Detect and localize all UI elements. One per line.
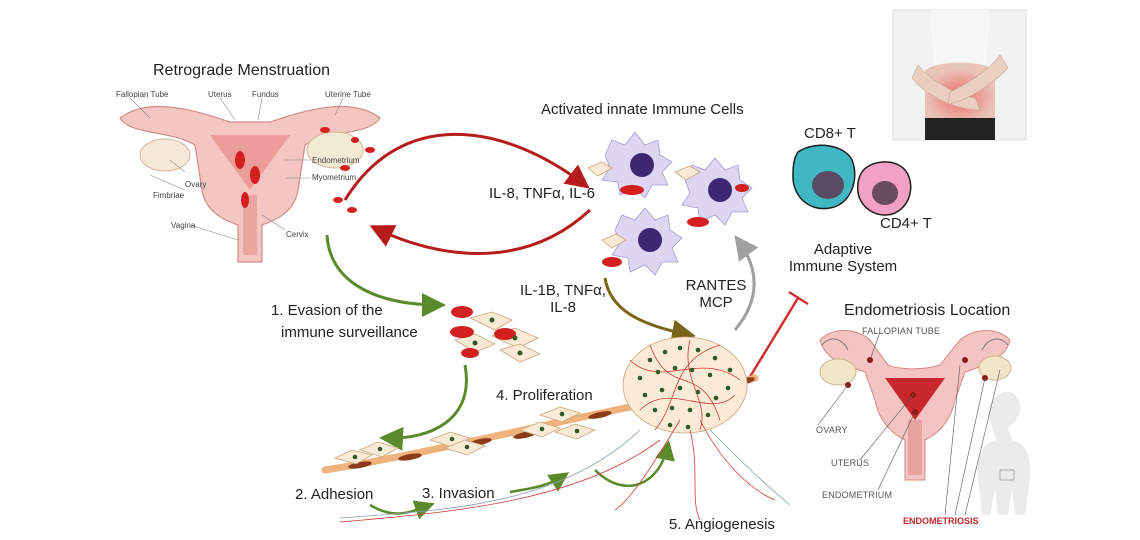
label-uterus: Uterus (208, 90, 232, 99)
loc-label-endometriosis: ENDOMETRIOSIS (903, 516, 979, 526)
arrow-immune-to-menstruation (369, 208, 592, 255)
activated-immune-cells-title: Activated innate Immune Cells (541, 101, 744, 118)
step-evasion-line1: 1. Evasion of the (271, 302, 383, 319)
loc-label-fallopian: FALLOPIAN TUBE (862, 326, 941, 336)
label-myometrium: Myometrium (312, 173, 357, 182)
arrow-angiogenesis-up (594, 440, 675, 487)
innate-immune-cell-2 (674, 157, 753, 227)
endometriosis-location-illustration (817, 330, 1031, 516)
label-ovary: Ovary (185, 180, 207, 189)
label-fundus: Fundus (252, 90, 279, 99)
arrow-invasion-to-layer (509, 472, 570, 494)
adhered-cells (333, 406, 597, 465)
inhibition-line (743, 290, 809, 386)
label-vagina: Vagina (171, 221, 196, 230)
rantes-mcp-label: RANTES MCP (680, 277, 752, 311)
step-invasion: 3. Invasion (422, 485, 495, 502)
retrograde-menstruation-title: Retrograde Menstruation (153, 62, 330, 79)
step-proliferation: 4. Proliferation (496, 387, 593, 404)
cd4-t-cell (856, 161, 912, 216)
evasion-cell-cluster (450, 306, 541, 363)
label-uterine-tube: Uterine Tube (325, 90, 371, 99)
label-endometrium: Endometrium (312, 156, 360, 165)
label-fallopian-tube: Fallopian Tube (116, 90, 169, 99)
adaptive-line2: Immune System (788, 258, 898, 275)
loc-label-uterus: UTERUS (831, 458, 870, 468)
arrow-adhesion-to-invasion (369, 500, 435, 520)
uterus-anatomy-illustration (119, 97, 381, 263)
arrow-evasion-to-adhesion (379, 364, 468, 451)
proliferation-lesion (339, 336, 791, 523)
label-cervix: Cervix (286, 230, 309, 239)
adaptive-immune-system-label: Adaptive Immune System (786, 241, 900, 275)
cd4-label: CD4+ T (880, 215, 932, 232)
label-fimbriae: Fimbriae (153, 191, 185, 200)
rantes-line1: RANTES (685, 277, 747, 294)
loc-label-endometrium: ENDOMETRIUM (822, 490, 893, 500)
cytokines-top-label: IL-8, TNFα, IL-6 (489, 185, 595, 202)
step-adhesion: 2. Adhesion (295, 486, 374, 503)
arrow-cytokines-to-proliferation (603, 277, 696, 344)
innate-immune-cell-1 (587, 131, 673, 199)
arrow-menstruation-to-immune (343, 132, 590, 201)
adaptive-line1: Adaptive (813, 241, 873, 258)
rantes-line2: MCP (699, 294, 733, 311)
cytokines-mid-line1: IL-1B, TNFα, (520, 282, 606, 299)
innate-immune-cell-3 (601, 207, 683, 276)
abdominal-pain-photo (892, 9, 1027, 141)
loc-label-ovary: OVARY (816, 425, 848, 435)
endometriosis-location-title: Endometriosis Location (844, 302, 1011, 319)
arrow-to-evasion (325, 234, 446, 317)
cytokines-mid-line2: IL-8 (550, 299, 576, 316)
step-evasion-line2: immune surveillance (281, 324, 418, 341)
arrow-rantes-up (733, 235, 759, 331)
cd8-t-cell (792, 144, 856, 210)
step-angiogenesis: 5. Angiogenesis (669, 516, 775, 533)
cd8-label: CD8+ T (804, 125, 856, 142)
cytokines-mid-label: IL-1B, TNFα, IL-8 (508, 282, 618, 316)
